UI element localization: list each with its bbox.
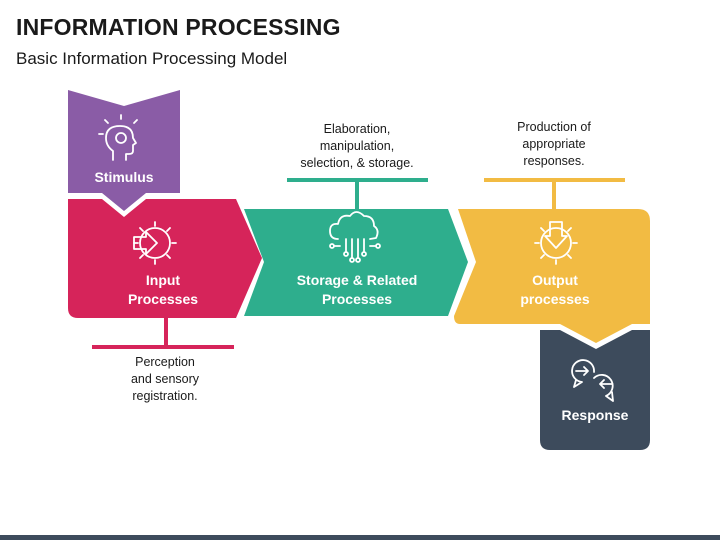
note-production-line1: Production of xyxy=(517,120,591,134)
note-perception-line2: and sensory xyxy=(130,372,200,386)
idea-head-icon xyxy=(98,114,138,161)
note-production: Production of appropriate responses. xyxy=(484,119,624,170)
stimulus-label: Stimulus xyxy=(94,169,154,185)
circuit-cloud-icon xyxy=(329,211,381,263)
input-label-line1: Input xyxy=(145,272,181,288)
page-title: INFORMATION PROCESSING xyxy=(16,14,341,40)
input-processes-label: Input Processes xyxy=(98,271,228,309)
note-elaboration: Elaboration, manipulation, selection, & … xyxy=(282,121,432,172)
output-processes-label: Output processes xyxy=(490,271,620,309)
input-gear-icon xyxy=(133,221,177,265)
note-elaboration-line2: manipulation, xyxy=(319,139,395,153)
note-perception-line3: registration. xyxy=(132,389,198,403)
note-production-line2: appropriate xyxy=(522,137,586,151)
input-label-line2: Processes xyxy=(127,291,199,307)
response-label: Response xyxy=(561,407,629,423)
storage-label-line1: Storage & Related xyxy=(296,272,418,288)
note-elaboration-line1: Elaboration, xyxy=(323,122,391,136)
connector-production xyxy=(484,178,625,210)
storage-processes-label: Storage & Related Processes xyxy=(272,271,442,309)
response-shape xyxy=(540,330,650,450)
output-label-line2: processes xyxy=(520,291,590,307)
storage-label-line2: Processes xyxy=(321,291,393,307)
chat-arrows-icon xyxy=(571,359,614,402)
connector-perception xyxy=(92,318,234,349)
note-elaboration-line3: selection, & storage. xyxy=(300,156,414,170)
storage-processes-shape xyxy=(244,209,468,316)
note-perception-line1: Perception xyxy=(135,355,195,369)
note-perception: Perception and sensory registration. xyxy=(100,354,230,405)
output-gear-icon xyxy=(534,221,578,265)
connector-elaboration xyxy=(287,178,428,210)
bottom-bar xyxy=(0,535,720,540)
note-production-line3: responses. xyxy=(523,154,585,168)
output-processes-shape xyxy=(454,209,650,343)
input-processes-shape xyxy=(68,199,262,318)
page-subtitle: Basic Information Processing Model xyxy=(16,49,288,68)
stimulus-shape xyxy=(68,90,180,211)
output-label-line1: Output xyxy=(532,272,578,288)
